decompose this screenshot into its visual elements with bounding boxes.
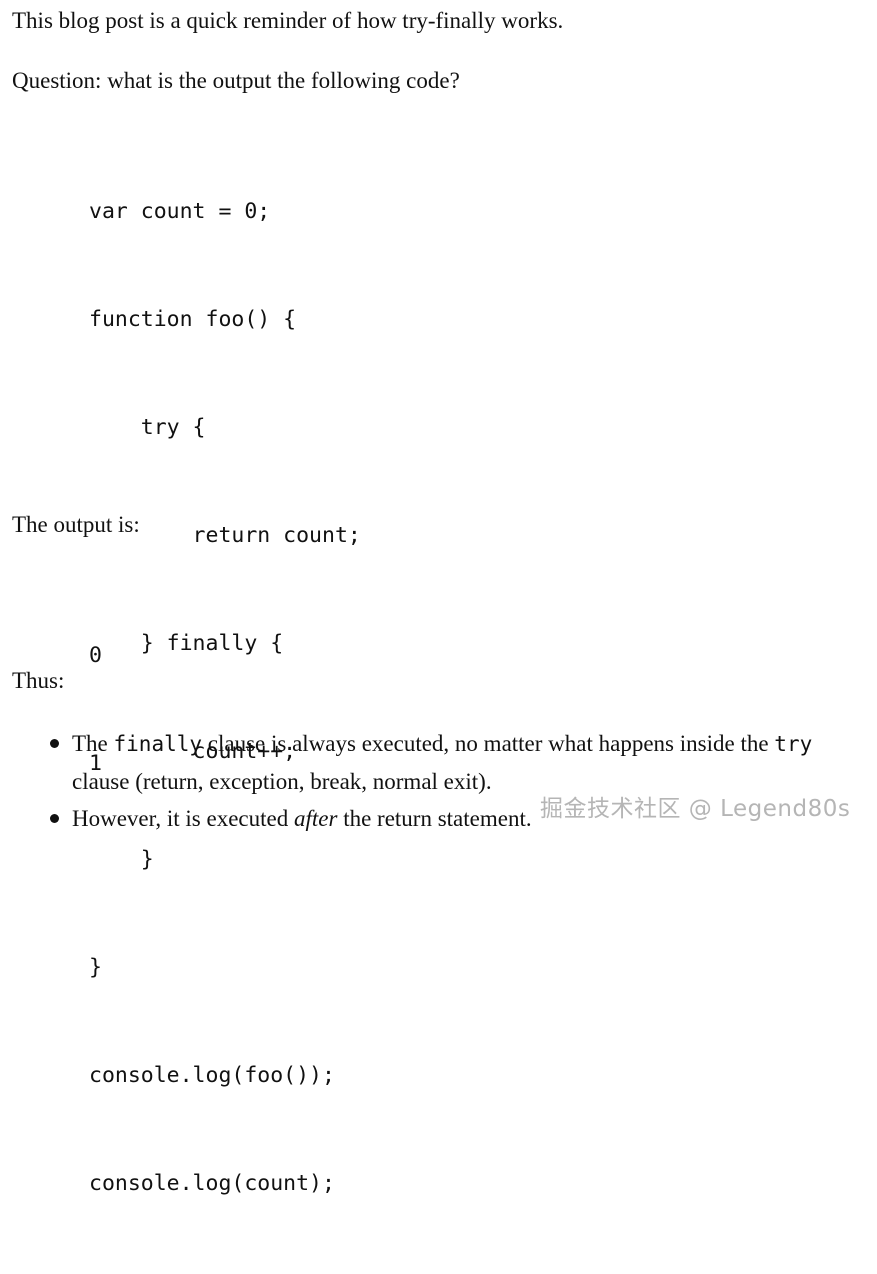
code-line: function foo() { [89,307,297,332]
code-line: console.log(count); [89,1171,335,1196]
code-line: count++; [89,739,297,764]
code-line: return count; [89,523,361,548]
thus-label: Thus: [12,668,65,693]
output-line: 1 [89,751,102,776]
code-line: console.log(foo()); [89,1063,335,1088]
bullet-icon [50,814,59,823]
output-block: 0 1 [89,566,141,854]
intro-paragraph: This blog post is a quick reminder of ho… [12,8,564,33]
bullet-text: the return statement. [337,806,532,831]
watermark: 掘金技术社区 @ Legend80s [540,796,851,822]
code-line: } [89,955,102,980]
code-line: } finally { [89,631,284,656]
emphasis-after: after [293,806,338,831]
output-label: The output is: [12,512,140,537]
inline-code-try: try [774,732,813,756]
code-line: try { [89,415,206,440]
list-item: The finally clause is always executed, n… [12,725,872,800]
bullet-text: clause (return, exception, break, normal… [72,769,492,794]
conclusion-list: The finally clause is always executed, n… [12,725,872,837]
bullet-text: However, it is executed [72,806,294,831]
output-line: 0 [89,643,102,668]
code-line: var count = 0; [89,199,271,224]
bullet-icon [50,739,59,748]
question-paragraph: Question: what is the output the followi… [12,68,460,93]
bullet-text: The [72,731,114,756]
bullet-text: clause is always executed, no matter wha… [202,731,775,756]
inline-code-finally: finally [113,732,203,756]
list-item: However, it is executed after the return… [12,800,872,837]
